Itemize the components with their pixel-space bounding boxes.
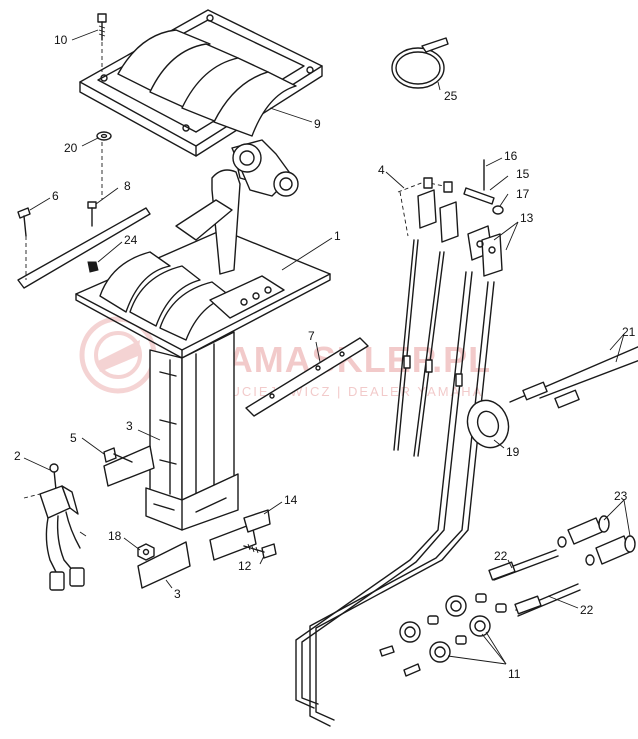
callout-21: 21 xyxy=(622,325,636,339)
callout-6: 6 xyxy=(52,189,59,203)
callout-24: 24 xyxy=(124,233,138,247)
part-bushings-11 xyxy=(379,593,507,677)
callout-8: 8 xyxy=(124,179,131,193)
cables-push-pull xyxy=(295,239,495,727)
callout-3-upper: 3 xyxy=(126,419,133,433)
part-connectors-23 xyxy=(557,515,636,566)
part-strap-24 xyxy=(17,207,151,289)
callout-22-upper: 22 xyxy=(494,549,508,563)
callout-15: 15 xyxy=(516,167,530,181)
part-cable-tie-25 xyxy=(391,37,449,89)
part-switch-2 xyxy=(23,463,87,591)
part-rods-22 xyxy=(488,549,581,617)
callout-10: 10 xyxy=(54,33,68,47)
part-bracket-3-upper xyxy=(103,445,155,487)
callout-20: 20 xyxy=(64,141,78,155)
watermark-tagline: JUCIEJOWICZ | DEALER YAMAHA xyxy=(222,384,483,399)
part-bracket-3-lower xyxy=(137,541,191,589)
part-grommet-19 xyxy=(466,399,510,449)
callout-19: 19 xyxy=(506,445,520,459)
part-bolt-12 xyxy=(243,543,277,559)
part-screw-5 xyxy=(103,447,133,463)
callout-7: 7 xyxy=(308,329,315,343)
part-flat-bar-7 xyxy=(245,337,369,417)
callout-16: 16 xyxy=(504,149,518,163)
part-screw-8 xyxy=(87,201,97,227)
callout-1: 1 xyxy=(334,229,341,243)
part-cover-plate xyxy=(79,9,323,157)
callout-2: 2 xyxy=(14,449,21,463)
callout-17: 17 xyxy=(516,187,530,201)
part-washer-20 xyxy=(96,131,112,200)
callout-9: 9 xyxy=(314,117,321,131)
callout-25: 25 xyxy=(444,89,458,103)
callout-11: 11 xyxy=(508,667,521,681)
part-screw-10 xyxy=(97,13,107,72)
part-control-box-1 xyxy=(75,139,331,531)
callout-5: 5 xyxy=(70,431,77,445)
callout-3-lower: 3 xyxy=(174,587,181,601)
part-cable-end-4 xyxy=(397,177,459,243)
callout-18: 18 xyxy=(108,529,122,543)
leader-lines xyxy=(23,29,631,665)
part-cables-21 xyxy=(509,346,638,409)
callout-12: 12 xyxy=(238,559,252,573)
part-pin-16-15-17 xyxy=(463,159,504,215)
callout-4: 4 xyxy=(378,163,385,177)
part-nut-18 xyxy=(137,543,155,561)
callout-13: 13 xyxy=(520,211,534,225)
callout-labels: 10 9 20 8 6 24 1 25 4 16 15 17 13 7 21 1… xyxy=(14,33,636,681)
callout-14: 14 xyxy=(284,493,298,507)
part-clevis-13 xyxy=(467,225,503,277)
callout-22-lower: 22 xyxy=(580,603,594,617)
callout-23: 23 xyxy=(614,489,628,503)
part-screw-6 xyxy=(17,207,31,237)
part-bracket-14 xyxy=(209,509,271,561)
